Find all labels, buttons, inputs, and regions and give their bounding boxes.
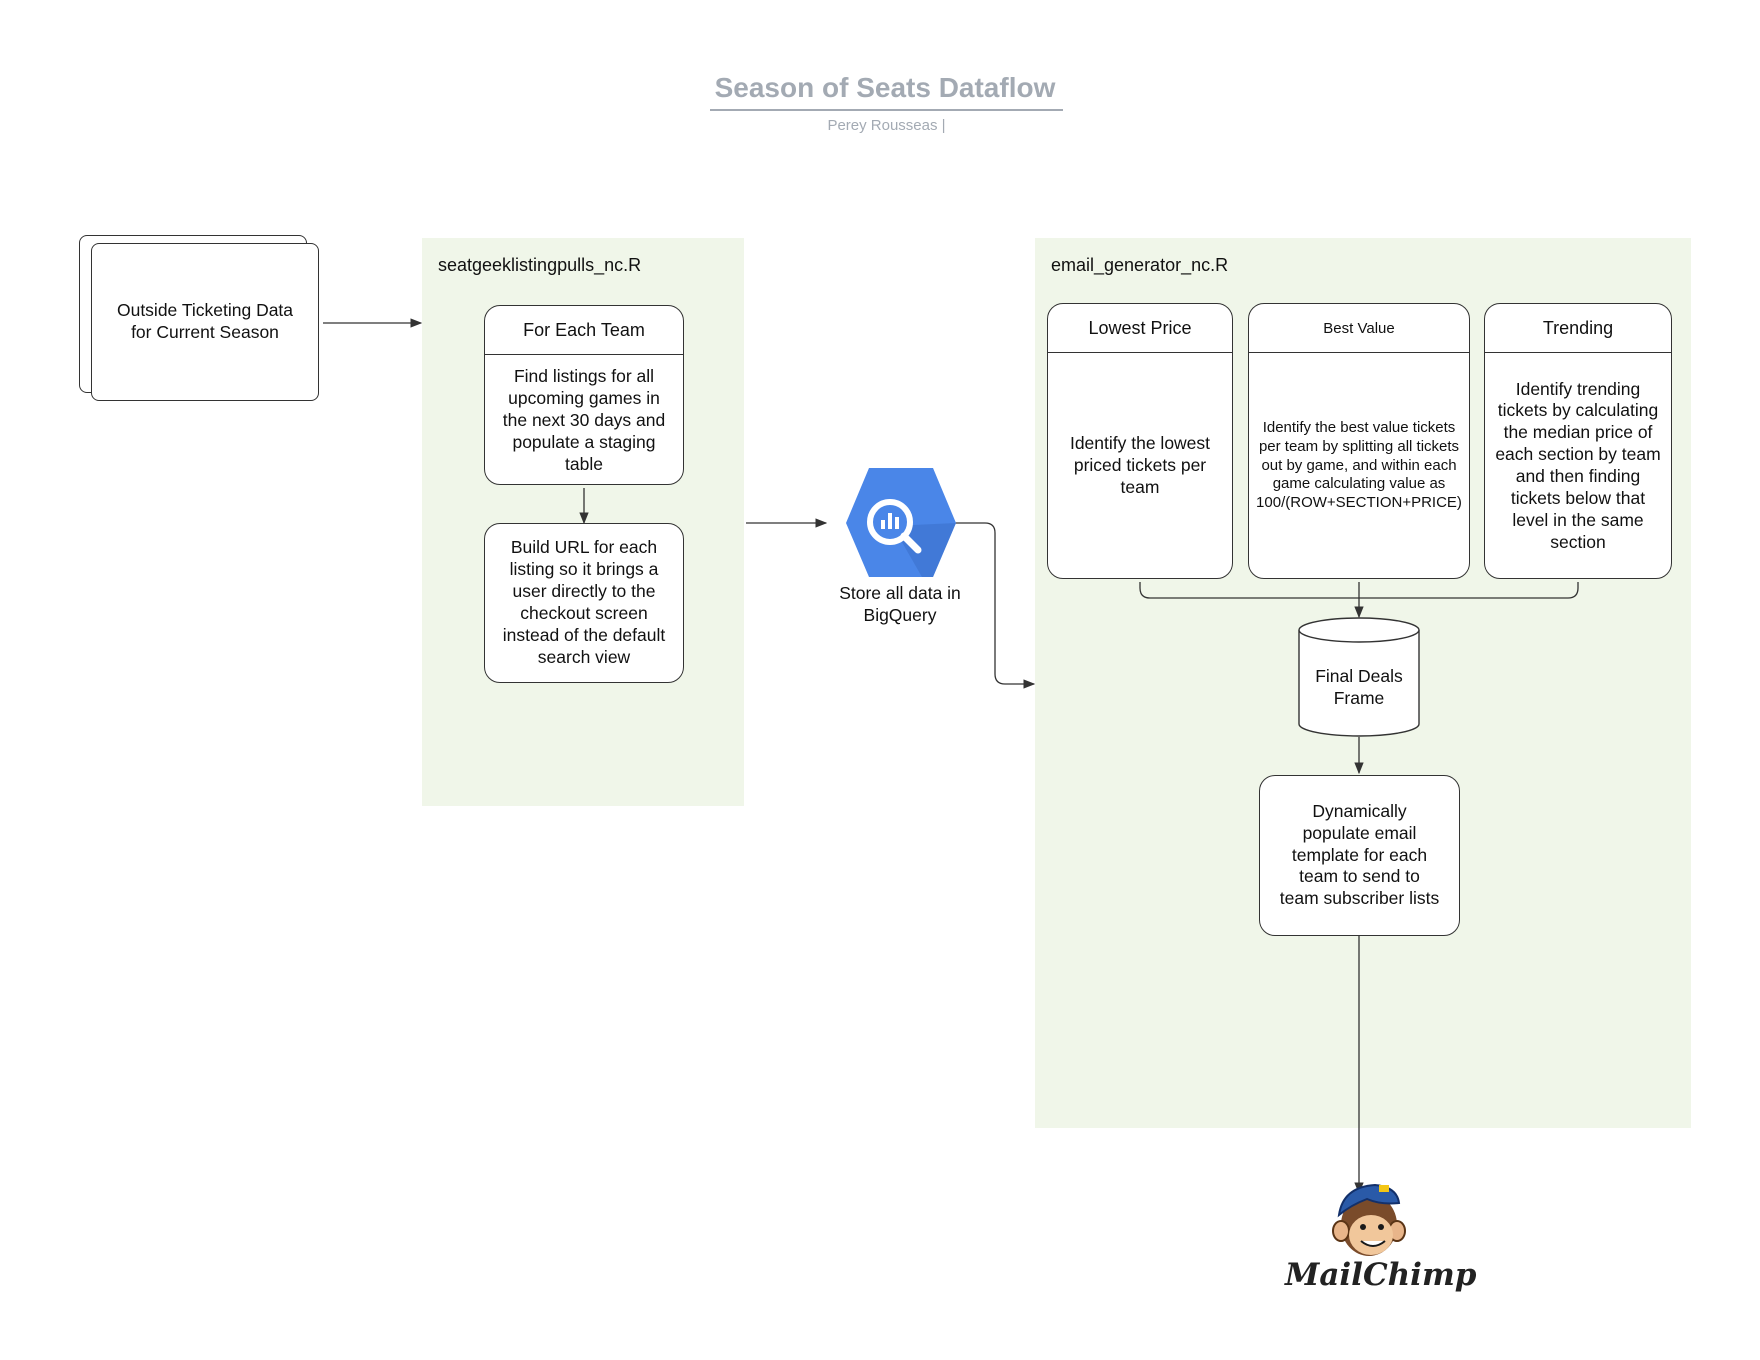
trending-header: Trending	[1485, 304, 1671, 353]
lowest-price-header: Lowest Price	[1048, 304, 1232, 353]
lowest-price-card: Lowest Price Identify the lowest priced …	[1047, 303, 1233, 579]
trending-card: Trending Identify trending tickets by ca…	[1484, 303, 1672, 579]
pull-zone-label: seatgeeklistingpulls_nc.R	[438, 255, 642, 275]
final-deals-cylinder	[1298, 617, 1420, 737]
source-data-node: Outside Ticketing Data for Current Seaso…	[91, 243, 319, 401]
diagram-subtitle: Perey Rousseas |	[827, 117, 946, 134]
for-each-team-card: For Each Team Find listings for all upco…	[484, 305, 684, 485]
email-zone-label: email_generator_nc.R	[1051, 255, 1229, 275]
mailchimp-logo	[1332, 1183, 1406, 1256]
build-url-node: Build URL for each listing so it brings …	[484, 523, 684, 683]
build-url-label: Build URL for each listing so it brings …	[502, 537, 666, 667]
bigquery-icon	[846, 468, 956, 577]
best-value-card: Best Value Identify the best value ticke…	[1248, 303, 1470, 579]
email-template-label: Dynamically populate email template for …	[1279, 800, 1440, 909]
for-each-team-body: Find listings for all upcoming games in …	[502, 366, 666, 474]
source-data-label: Outside Ticketing Data for Current Seaso…	[116, 300, 294, 342]
title-underline	[710, 109, 1063, 111]
bigquery-to-email-arrow	[955, 522, 1036, 689]
best-value-header: Best Value	[1249, 304, 1469, 353]
bigquery-label: Store all data in BigQuery	[839, 583, 961, 625]
lowest-price-body: Identify the lowest priced tickets per t…	[1069, 433, 1211, 497]
final-deals-label: Final Deals Frame	[1315, 666, 1403, 708]
for-each-team-header: For Each Team	[485, 306, 683, 355]
trending-body: Identify trending tickets by calculating…	[1495, 378, 1661, 552]
diagram-title: Season of Seats Dataflow	[714, 72, 1056, 103]
email-template-node: Dynamically populate email template for …	[1259, 775, 1460, 936]
best-value-body: Identify the best value tickets per team…	[1256, 419, 1462, 512]
mailchimp-wordmark: MailChimp	[1285, 1257, 1477, 1293]
